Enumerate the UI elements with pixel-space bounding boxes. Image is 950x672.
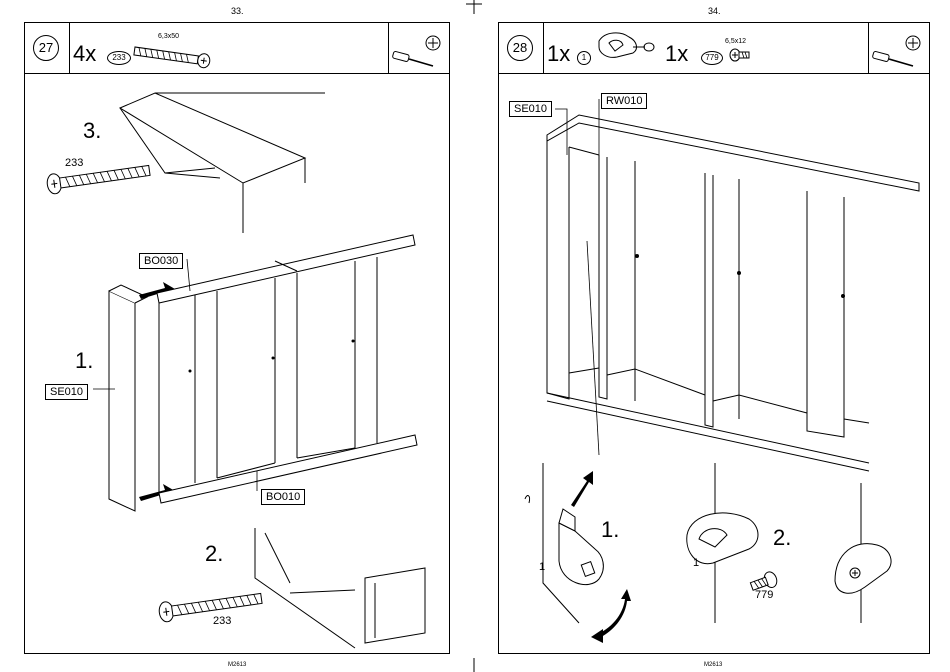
substep-1: 1.: [75, 348, 93, 374]
screw-233-icon: [158, 589, 263, 623]
detail-number-2: 1: [693, 557, 699, 569]
label-bo010: BO010: [261, 489, 305, 505]
screw-label-top: 233: [65, 157, 83, 169]
screw-233-icon: [46, 161, 151, 195]
screw-label-bottom: 233: [213, 615, 231, 627]
substep-2: 2.: [773, 525, 791, 551]
label-se010: SE010: [509, 101, 552, 117]
bracket-detail-2: [687, 463, 758, 623]
right-instruction-panel: 28 1x 1 1x 779 6,5x12: [498, 22, 930, 654]
corner-detail: [120, 93, 325, 233]
label-se010: SE010: [45, 384, 88, 400]
detail-number-779: 779: [755, 589, 773, 601]
substep-2: 2.: [205, 541, 223, 567]
right-assembly-drawing: [499, 23, 929, 653]
label-rw010: RW010: [601, 93, 647, 109]
bottom-corner-detail: [255, 528, 425, 648]
detail-number-1: 1: [539, 561, 545, 573]
arrow-icon: [139, 282, 175, 501]
shelf-pin-holes: [635, 254, 845, 298]
bracket-detail-1: [525, 463, 603, 623]
substep-1: 1.: [601, 517, 619, 543]
side-panel-se010: [109, 285, 147, 511]
right-footer-code: M2613: [704, 662, 722, 668]
left-footer-code: M2613: [228, 662, 246, 668]
substep-3: 3.: [83, 118, 101, 144]
left-instruction-panel: 27 4x 233 6,3x50: [24, 22, 450, 654]
wardrobe-frame: [157, 235, 417, 503]
shelf-pin-holes: [189, 340, 355, 373]
label-bo030: BO030: [139, 253, 183, 269]
label-leaders: [555, 99, 599, 455]
bracket-detail-3: [835, 483, 891, 623]
wardrobe-frame: [547, 115, 919, 471]
